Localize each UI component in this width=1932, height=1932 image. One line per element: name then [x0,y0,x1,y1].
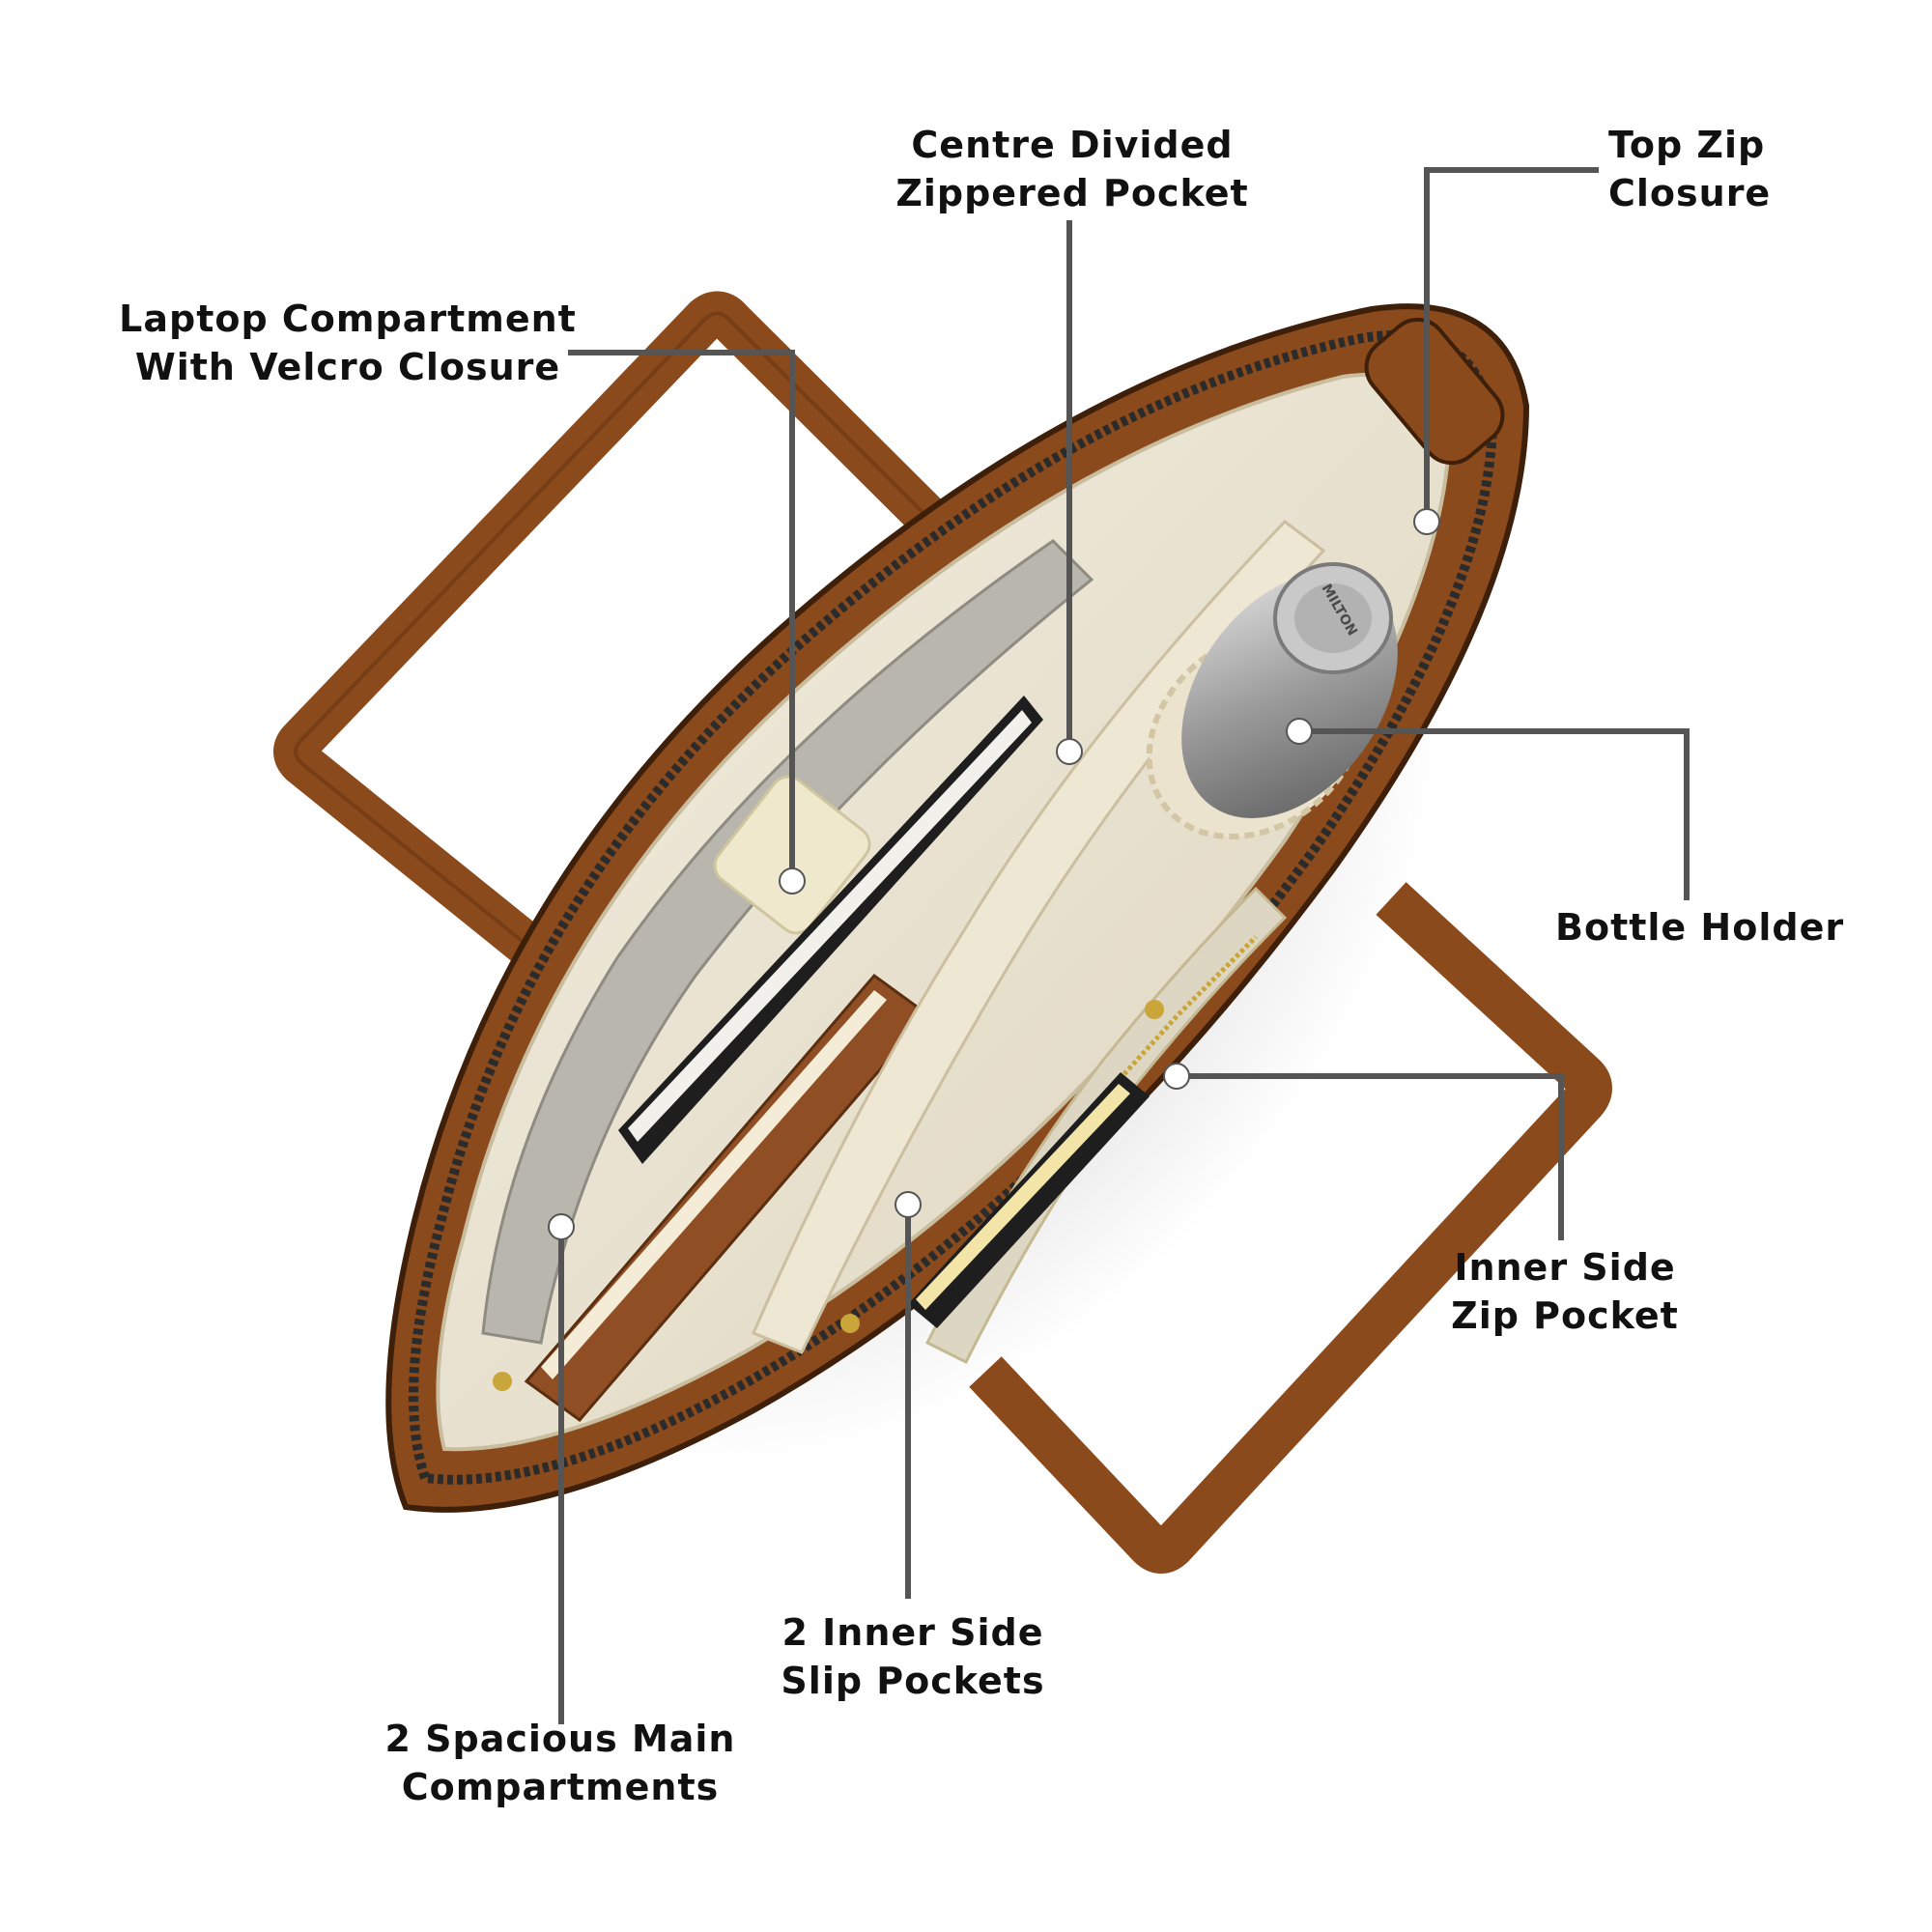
label-top-zip: Top Zip Closure [1608,121,1879,217]
bottle-icon: MILTON [1181,562,1398,818]
label-slip-line1: 2 Inner Side [781,1611,1044,1654]
label-slip-pockets: 2 Inner Side Slip Pockets [763,1608,1063,1705]
label-bottle-line1: Bottle Holder [1555,906,1845,949]
strap-back [273,291,968,974]
label-laptop-compartment: Laptop Compartment With Velcro Closure [116,295,580,391]
label-bottle-holder: Bottle Holder [1555,903,1903,952]
label-laptop-line2: With Velcro Closure [134,346,561,388]
label-innerzip-line1: Inner Side [1454,1246,1676,1289]
label-centre-pocket: Centre Divided Zippered Pocket [869,121,1275,217]
dot-innerzip [1163,1063,1190,1090]
strap-front [969,882,1612,1574]
label-main-line2: Compartments [401,1766,720,1808]
label-topzip-line1: Top Zip [1608,124,1766,166]
dot-bottle [1286,718,1313,745]
label-main-line1: 2 Spacious Main [384,1718,736,1760]
callout-dots [548,508,1440,1240]
label-innerzip-line2: Zip Pocket [1451,1294,1679,1337]
label-main-compartments: 2 Spacious Main Compartments [377,1715,744,1811]
leader-lines [558,167,1690,1724]
label-topzip-line2: Closure [1608,172,1772,214]
dot-slip [895,1191,922,1218]
label-laptop-line1: Laptop Compartment [119,298,577,340]
dot-topzip [1413,508,1440,535]
label-centre-line2: Zippered Pocket [895,172,1249,214]
dot-laptop [779,867,806,895]
dot-centre [1056,738,1083,765]
label-slip-line2: Slip Pockets [781,1660,1045,1702]
label-centre-line1: Centre Divided [911,124,1234,166]
dot-main [548,1213,575,1240]
centre-pocket [752,520,1326,1354]
label-inner-zip-pocket: Inner Side Zip Pocket [1420,1243,1710,1340]
